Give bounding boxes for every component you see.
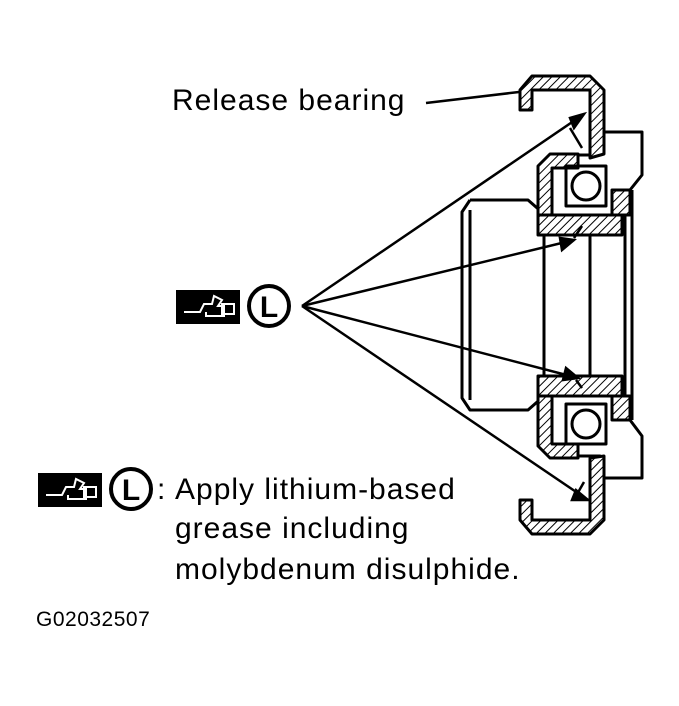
release-bearing-label: Release bearing — [172, 84, 406, 117]
svg-text:L: L — [260, 291, 278, 324]
svg-text:L: L — [122, 474, 140, 507]
figure-id: G02032507 — [36, 608, 151, 631]
legend-grease-gun-icon — [38, 473, 102, 507]
callout-leader — [425, 90, 520, 105]
lubricant-L-icon: L — [247, 284, 291, 328]
legend-lubricant-L-icon: L — [109, 467, 153, 511]
legend-text-line-2: grease including — [175, 512, 410, 545]
grease-gun-icon — [176, 290, 240, 324]
legend-colon: : — [157, 473, 166, 506]
legend-text-line-1: Apply lithium-based — [175, 473, 456, 506]
legend-text-line-3: molybdenum disulphide. — [175, 553, 521, 586]
release-bearing-drawing — [460, 74, 644, 536]
lubrication-leaders — [301, 111, 592, 502]
